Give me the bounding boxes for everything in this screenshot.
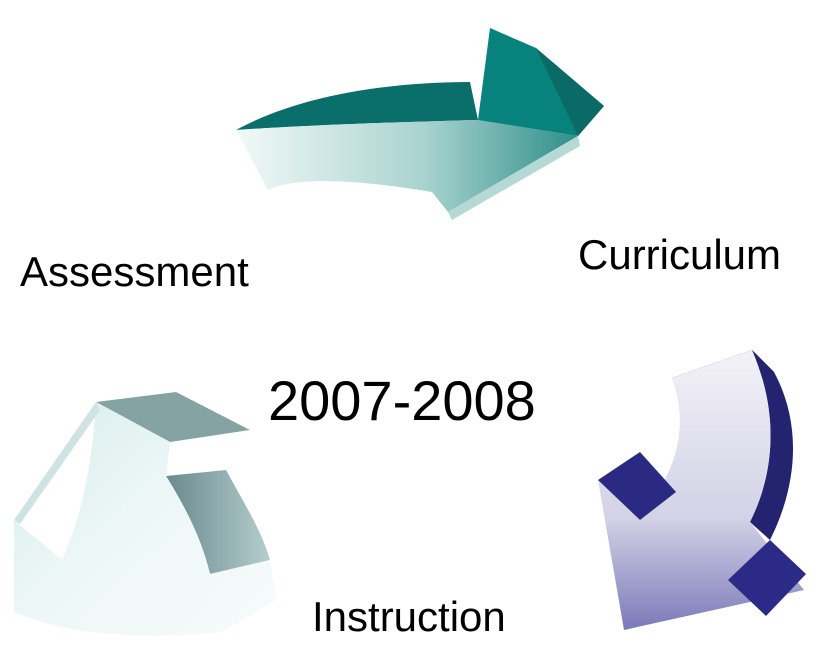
arrow-top-teal — [236, 28, 604, 220]
curriculum-label: Curriculum — [578, 231, 782, 278]
arrow-left-slate — [14, 392, 276, 636]
arrow-right-navy — [598, 350, 806, 630]
instruction-label: Instruction — [312, 593, 506, 640]
assessment-label: Assessment — [20, 248, 249, 295]
center-year-label: 2007-2008 — [268, 369, 536, 432]
